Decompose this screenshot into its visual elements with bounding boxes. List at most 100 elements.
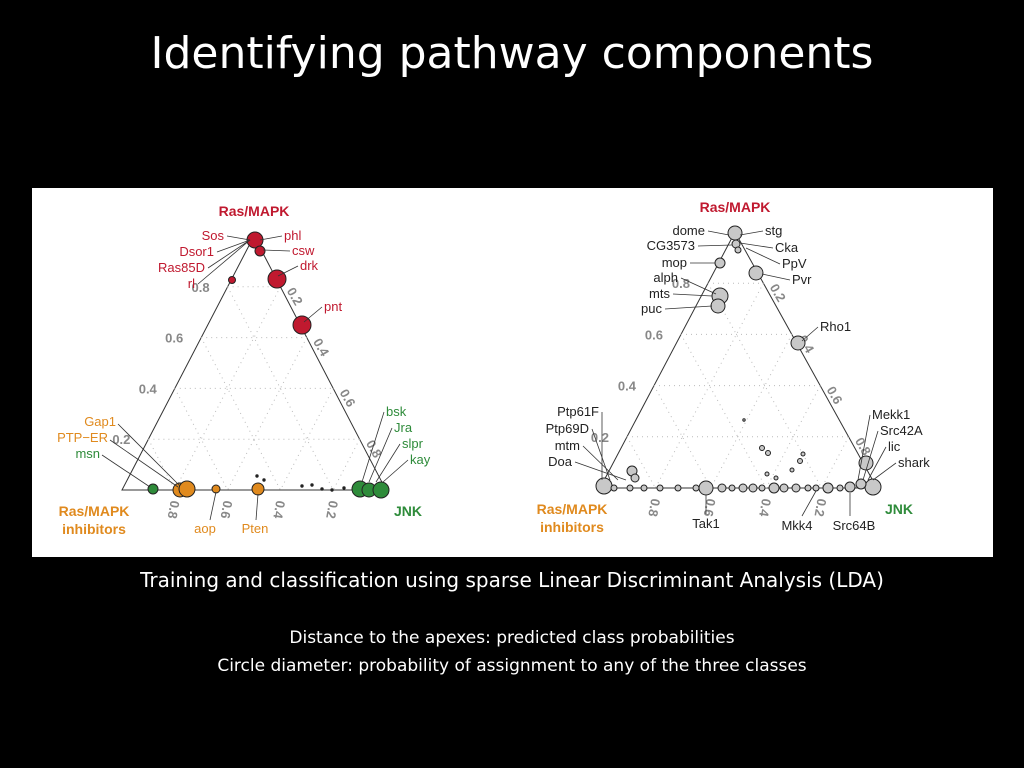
leader-line bbox=[591, 428, 611, 481]
gene-label: Mkk4 bbox=[781, 518, 812, 533]
gene-label: msn bbox=[75, 446, 100, 461]
apex-ras-mapk-label: Ras/MAPK bbox=[219, 203, 290, 219]
gray-point bbox=[728, 484, 736, 492]
apex-jnk-label: JNK bbox=[885, 501, 913, 517]
small-point bbox=[330, 488, 334, 492]
leader-line bbox=[801, 326, 819, 342]
gray-point bbox=[742, 418, 746, 422]
gray-point bbox=[758, 484, 766, 492]
tick-label: 0.6 bbox=[701, 497, 719, 517]
gene-label: mop bbox=[662, 255, 687, 270]
jnk-point bbox=[147, 483, 159, 495]
gene-label: drk bbox=[300, 258, 319, 273]
gray-point bbox=[822, 482, 834, 494]
leader-line bbox=[368, 427, 393, 483]
leader-line bbox=[101, 454, 151, 488]
grid-line bbox=[227, 286, 334, 491]
gray-point bbox=[844, 481, 856, 493]
small-point bbox=[255, 474, 259, 478]
tick-label: 0.2 bbox=[812, 497, 830, 517]
gray-point bbox=[710, 298, 726, 314]
gray-point bbox=[864, 478, 882, 496]
gene-label: Pten bbox=[242, 521, 269, 536]
gene-label: Tak1 bbox=[692, 516, 719, 531]
leader-line bbox=[259, 235, 283, 241]
gray-point bbox=[773, 475, 779, 481]
slide-title: Identifying pathway components bbox=[150, 28, 874, 79]
leader-line bbox=[872, 462, 897, 481]
gray-point bbox=[714, 257, 726, 269]
tick-label: 0.6 bbox=[165, 331, 183, 346]
tick-label: 0.4 bbox=[618, 379, 637, 394]
gene-label: csw bbox=[292, 243, 315, 258]
gene-label: slpr bbox=[402, 436, 424, 451]
gray-point bbox=[791, 483, 801, 493]
leader-line bbox=[109, 439, 179, 488]
leader-line bbox=[375, 443, 401, 483]
leader-line bbox=[761, 273, 791, 281]
leader-line bbox=[745, 247, 781, 265]
gray-point bbox=[748, 265, 764, 281]
gene-label: Rho1 bbox=[820, 319, 851, 334]
gene-label: dome bbox=[672, 223, 705, 238]
gray-point bbox=[674, 484, 682, 492]
leader-line bbox=[277, 265, 299, 277]
gray-point bbox=[748, 483, 758, 493]
apex-inhibitors-label-2: inhibitors bbox=[540, 519, 604, 535]
gray-point bbox=[610, 484, 618, 492]
gray-point bbox=[595, 477, 613, 495]
tick-label: 0.6 bbox=[645, 327, 663, 342]
gray-point bbox=[836, 484, 844, 492]
ras-mapk-point bbox=[246, 231, 264, 249]
small-point bbox=[300, 484, 304, 488]
tick-label: 0.4 bbox=[756, 497, 774, 518]
gray-point bbox=[789, 467, 795, 473]
gray-point bbox=[855, 478, 867, 490]
ras-mapk-point bbox=[292, 315, 312, 335]
inhibitor-point bbox=[211, 484, 221, 494]
leader-line bbox=[255, 493, 259, 521]
gray-point bbox=[692, 484, 700, 492]
leader-line bbox=[739, 242, 774, 249]
tick-label: 0.6 bbox=[337, 386, 359, 409]
gene-label: Cka bbox=[775, 240, 799, 255]
leader-line bbox=[680, 277, 717, 295]
gene-label: mts bbox=[649, 286, 670, 301]
leader-line bbox=[739, 230, 764, 236]
gene-label: stg bbox=[765, 223, 782, 238]
apex-inhibitors-label: Ras/MAPK bbox=[59, 503, 130, 519]
gene-label: Sos bbox=[202, 228, 225, 243]
tick-label: 0.4 bbox=[310, 336, 332, 360]
gene-label: Ptp69D bbox=[546, 421, 589, 436]
gene-label: alph bbox=[653, 270, 678, 285]
gray-point bbox=[630, 473, 640, 483]
gene-label: Jra bbox=[394, 420, 413, 435]
gene-label: mtm bbox=[555, 438, 580, 453]
leader-line bbox=[574, 461, 627, 481]
gray-point bbox=[797, 458, 803, 464]
gray-point bbox=[734, 246, 742, 254]
leader-line bbox=[867, 446, 887, 481]
gene-label: Src64B bbox=[833, 518, 876, 533]
caption-line-2: Circle diameter: probability of assignme… bbox=[217, 656, 807, 676]
gene-label: shark bbox=[898, 455, 930, 470]
grid-line bbox=[174, 286, 281, 491]
gray-point bbox=[640, 484, 648, 492]
gene-label: pnt bbox=[324, 299, 342, 314]
gene-label: Ptp61F bbox=[557, 404, 599, 419]
tick-label: 0.8 bbox=[192, 280, 210, 295]
tick-label: 0.2 bbox=[112, 432, 130, 447]
tick-label: 0.6 bbox=[218, 499, 236, 519]
apex-jnk-label: JNK bbox=[394, 503, 422, 519]
leader-line bbox=[226, 235, 251, 241]
grid-line bbox=[174, 388, 229, 491]
small-point bbox=[342, 486, 346, 490]
leader-line bbox=[707, 230, 730, 236]
gene-label: phl bbox=[284, 228, 301, 243]
gray-point bbox=[765, 450, 771, 456]
leader-line bbox=[117, 423, 181, 487]
